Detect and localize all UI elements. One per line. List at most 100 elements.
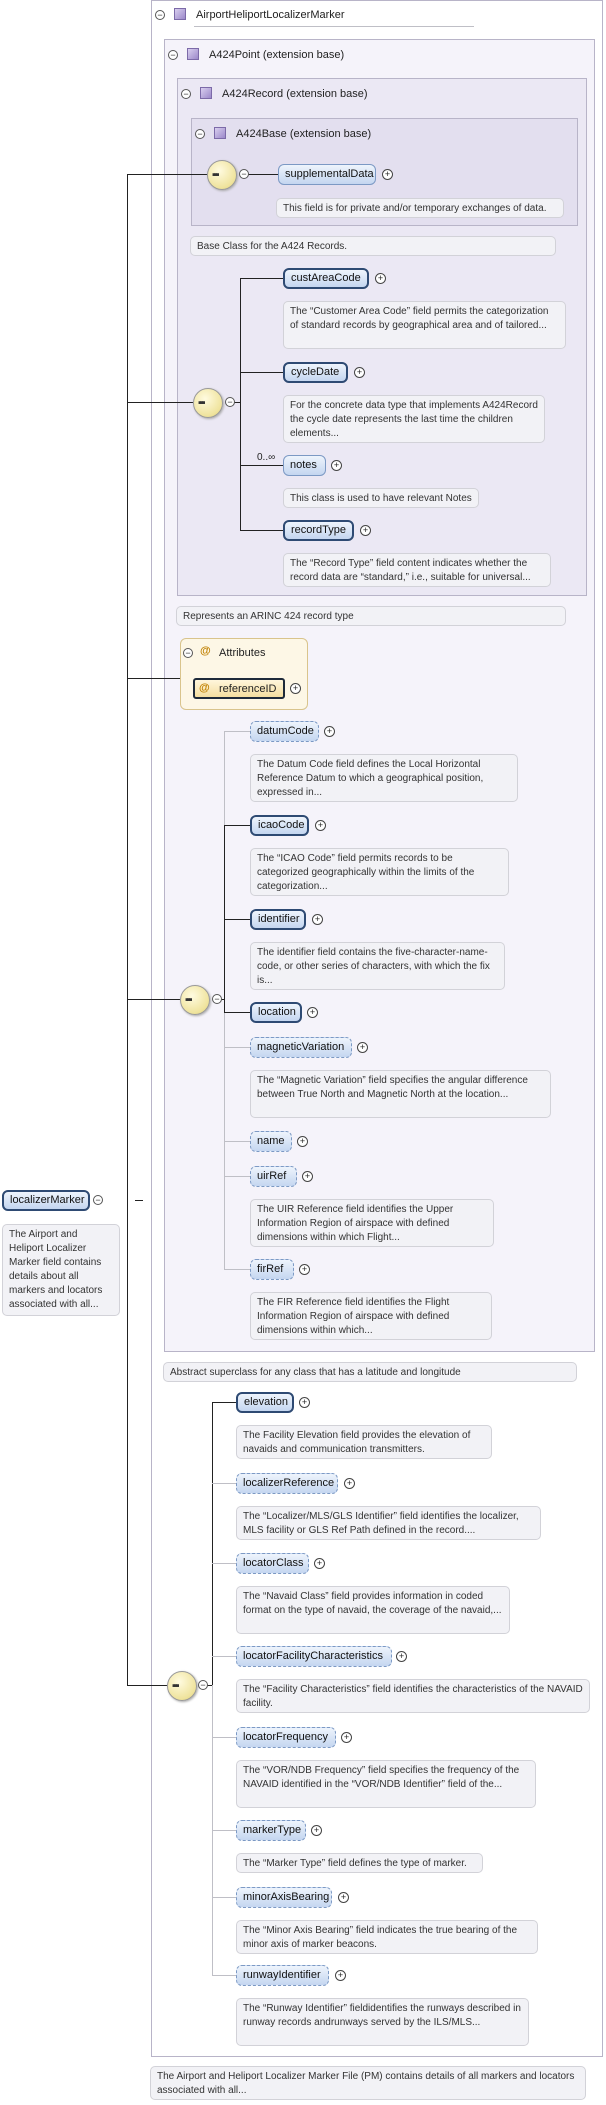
- element-marker-type[interactable]: markerType: [236, 1820, 306, 1841]
- connector-line: [224, 825, 250, 826]
- sequence-collapse-toggle[interactable]: −: [239, 169, 249, 179]
- connector-line-optional: [224, 1269, 250, 1270]
- expand-icon[interactable]: +: [307, 1007, 318, 1018]
- element-uir-ref[interactable]: uirRef: [250, 1166, 297, 1187]
- element-icao-code[interactable]: icaoCode: [250, 815, 309, 836]
- sequence-collapse-toggle[interactable]: −: [212, 994, 222, 1004]
- title-underline: [194, 26, 474, 27]
- element-locator-facility-characteristics[interactable]: locatorFacilityCharacteristics: [236, 1646, 392, 1667]
- supplemental-data-doc: This field is for private and/or tempora…: [276, 198, 564, 218]
- root-documentation: The Airport and Heliport Localizer Marke…: [2, 1224, 120, 1316]
- element-runway-identifier[interactable]: runwayIdentifier: [236, 1965, 329, 1986]
- connector-line-optional: [212, 1830, 236, 1831]
- element-magnetic-variation[interactable]: magneticVariation: [250, 1037, 352, 1058]
- connector-line: [212, 1402, 236, 1403]
- element-localizer-reference[interactable]: localizerReference: [236, 1473, 338, 1494]
- attribute-reference-id-label: referenceID: [219, 683, 277, 695]
- cust-area-code-doc: The “Customer Area Code” field permits t…: [283, 301, 566, 349]
- locator-facility-characteristics-doc: The “Facility Characteristics” field ide…: [236, 1679, 590, 1713]
- element-location[interactable]: location: [250, 1002, 302, 1023]
- a424base-collapse-toggle[interactable]: −: [195, 129, 205, 139]
- record-type-doc: The “Record Type” field content indicate…: [283, 553, 551, 587]
- sequence-compositor-icon[interactable]: ▪▪▪: [167, 1671, 197, 1701]
- connector-line-optional: [224, 731, 250, 732]
- sequence-compositor-icon[interactable]: ▪▪▪: [193, 388, 223, 418]
- expand-icon[interactable]: +: [360, 525, 371, 536]
- outer-collapse-toggle[interactable]: −: [155, 10, 165, 20]
- uir-ref-doc: The UIR Reference field identifies the U…: [250, 1199, 494, 1247]
- element-cust-area-code[interactable]: custAreaCode: [283, 268, 369, 289]
- identifier-doc: The identifier field contains the five-c…: [250, 942, 505, 990]
- expand-icon[interactable]: +: [312, 914, 323, 925]
- expand-icon[interactable]: +: [357, 1042, 368, 1053]
- root-element-localizer-marker[interactable]: localizerMarker: [2, 1190, 90, 1211]
- class-icon: [200, 87, 212, 99]
- expand-icon[interactable]: +: [324, 726, 335, 737]
- sequence-compositor-icon[interactable]: ▪▪▪: [207, 160, 237, 190]
- expand-icon[interactable]: +: [382, 169, 393, 180]
- class-icon: [214, 127, 226, 139]
- connector-line: [127, 174, 128, 1685]
- attributes-collapse-toggle[interactable]: −: [183, 648, 193, 658]
- sequence-collapse-toggle[interactable]: −: [225, 397, 235, 407]
- expand-icon[interactable]: +: [331, 460, 342, 471]
- element-cycle-date[interactable]: cycleDate: [283, 362, 348, 383]
- expand-icon[interactable]: +: [302, 1171, 313, 1182]
- expand-icon[interactable]: +: [354, 367, 365, 378]
- element-name[interactable]: name: [250, 1131, 292, 1152]
- element-notes[interactable]: notes: [283, 455, 326, 476]
- element-minor-axis-bearing[interactable]: minorAxisBearing: [236, 1887, 332, 1908]
- element-record-type[interactable]: recordType: [283, 520, 354, 541]
- expand-icon[interactable]: +: [314, 1558, 325, 1569]
- connector-line: [135, 1200, 143, 1201]
- connector-line-optional: [212, 1737, 236, 1738]
- expand-icon[interactable]: +: [299, 1264, 310, 1275]
- element-locator-frequency[interactable]: locatorFrequency: [236, 1727, 336, 1748]
- a424point-title: A424Point (extension base): [209, 49, 345, 61]
- connector-line: [240, 465, 283, 466]
- root-collapse-toggle[interactable]: −: [93, 1195, 103, 1205]
- expand-icon[interactable]: +: [375, 273, 386, 284]
- cycle-date-doc: For the concrete data type that implemen…: [283, 395, 545, 443]
- element-fir-ref[interactable]: firRef: [250, 1259, 294, 1280]
- attributes-title: Attributes: [219, 647, 266, 659]
- a424record-collapse-toggle[interactable]: −: [181, 89, 191, 99]
- connector-line: [127, 402, 193, 403]
- expand-icon[interactable]: +: [341, 1732, 352, 1743]
- expand-icon[interactable]: +: [297, 1136, 308, 1147]
- connector-line-optional: [212, 1975, 236, 1976]
- expand-icon[interactable]: +: [299, 1397, 310, 1408]
- outer-type-doc: The Airport and Heliport Localizer Marke…: [150, 2066, 586, 2100]
- element-locator-class[interactable]: locatorClass: [236, 1553, 309, 1574]
- notes-doc: This class is used to have relevant Note…: [283, 488, 479, 508]
- a424point-collapse-toggle[interactable]: −: [168, 50, 178, 60]
- connector-line: [240, 372, 283, 373]
- expand-icon[interactable]: +: [335, 1970, 346, 1981]
- a424point-doc: Abstract superclass for any class that h…: [163, 1362, 577, 1382]
- locator-class-doc: The “Navaid Class” field provides inform…: [236, 1586, 510, 1634]
- a424record-doc: Represents an ARINC 424 record type: [176, 606, 566, 626]
- connector-line-optional: [212, 1483, 236, 1484]
- element-datum-code[interactable]: datumCode: [250, 721, 319, 742]
- expand-icon[interactable]: +: [344, 1478, 355, 1489]
- expand-icon[interactable]: +: [396, 1651, 407, 1662]
- expand-icon[interactable]: +: [338, 1892, 349, 1903]
- localizer-reference-doc: The “Localizer/MLS/GLS Identifier” field…: [236, 1506, 541, 1540]
- expand-icon[interactable]: +: [315, 820, 326, 831]
- minor-axis-bearing-doc: The “Minor Axis Bearing” field indicates…: [236, 1920, 538, 1954]
- element-elevation[interactable]: elevation: [236, 1392, 294, 1413]
- connector-line-optional: [212, 1897, 236, 1898]
- class-icon: [174, 8, 186, 20]
- connector-line-optional: [212, 1656, 236, 1657]
- elevation-doc: The Facility Elevation field provides th…: [236, 1425, 492, 1459]
- attribute-reference-id[interactable]: @ referenceID: [193, 678, 285, 699]
- magnetic-variation-doc: The “Magnetic Variation” field specifies…: [250, 1070, 551, 1118]
- sequence-compositor-icon[interactable]: ▪▪▪: [180, 985, 210, 1015]
- sequence-collapse-toggle[interactable]: −: [198, 1680, 208, 1690]
- expand-icon[interactable]: +: [311, 1825, 322, 1836]
- element-identifier[interactable]: identifier: [250, 909, 306, 930]
- element-supplemental-data[interactable]: supplementalData: [278, 164, 376, 185]
- connector-line: [127, 1685, 167, 1686]
- expand-icon[interactable]: +: [290, 683, 301, 694]
- connector-line-optional: [212, 1563, 236, 1564]
